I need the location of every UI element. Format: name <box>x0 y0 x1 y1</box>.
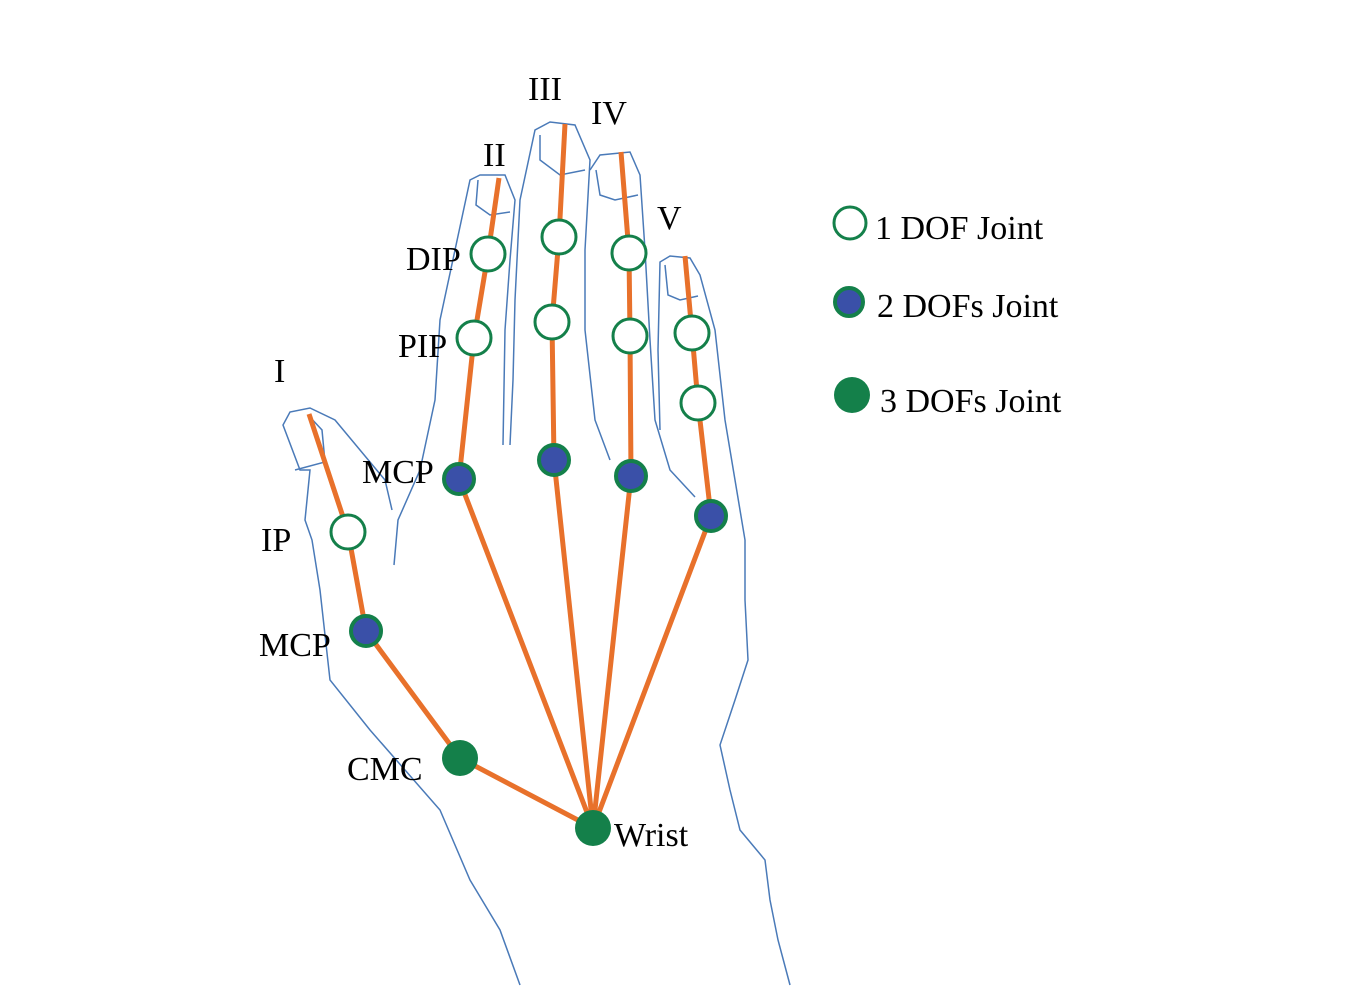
thumb-joint-3 <box>442 740 478 776</box>
index-nail <box>475 179 511 216</box>
middle-joint-1 <box>540 218 578 256</box>
joint-label-mcp-index: MCP <box>362 454 434 491</box>
wrist-joint <box>575 810 611 846</box>
joints <box>329 218 728 846</box>
little-nail <box>664 264 699 301</box>
little-outline <box>657 255 791 986</box>
joint-label-ip: IP <box>261 522 291 559</box>
little-joint-1 <box>673 314 711 352</box>
middle-nail <box>539 135 586 176</box>
joint-label-mcp-thumb: MCP <box>259 627 331 664</box>
ring-joint-1 <box>610 234 648 272</box>
index-joint-3 <box>442 462 476 496</box>
thumb-nail <box>294 414 326 471</box>
index-joint-1 <box>469 235 507 273</box>
thumb-joint-2 <box>349 614 383 648</box>
ring-joint-3 <box>614 459 648 493</box>
finger-label-i: I <box>274 353 285 390</box>
middle-joint-3 <box>537 443 571 477</box>
index-outline <box>393 174 516 566</box>
joint-label-wrist: Wrist <box>614 817 689 854</box>
ring-nail <box>595 169 639 201</box>
legend-1dof-label: 1 DOF Joint <box>875 210 1044 247</box>
middle-joint-2 <box>533 303 571 341</box>
little-joint-2 <box>679 384 717 422</box>
index-joint-2 <box>455 319 493 357</box>
joint-label-pip: PIP <box>398 328 447 365</box>
legend-2dof-marker <box>833 286 865 318</box>
legend-1dof-marker <box>832 205 868 241</box>
legend-3dof-marker <box>834 377 870 413</box>
legend-2dof-label: 2 DOFs Joint <box>877 288 1059 325</box>
finger-label-iv: IV <box>591 95 627 132</box>
thumb-outline <box>282 407 521 986</box>
finger-label-v: V <box>657 200 682 237</box>
legend-3dof-label: 3 DOFs Joint <box>880 383 1062 420</box>
finger-label-iii: III <box>528 71 562 108</box>
joint-label-cmc: CMC <box>347 751 423 788</box>
legend: 1 DOF Joint 2 DOFs Joint 3 DOFs Joint <box>832 205 1062 420</box>
hand-outline <box>282 121 791 986</box>
ring-joint-2 <box>611 317 649 355</box>
middle-outline <box>509 121 611 461</box>
labels: I II III IV V DIP PIP MCP IP MCP CMC Wri… <box>259 71 689 854</box>
little-joint-3 <box>694 499 728 533</box>
index-bone-chain <box>456 177 596 829</box>
finger-label-ii: II <box>483 137 506 174</box>
joint-label-dip: DIP <box>406 241 461 278</box>
thumb-joint-1 <box>329 513 367 551</box>
